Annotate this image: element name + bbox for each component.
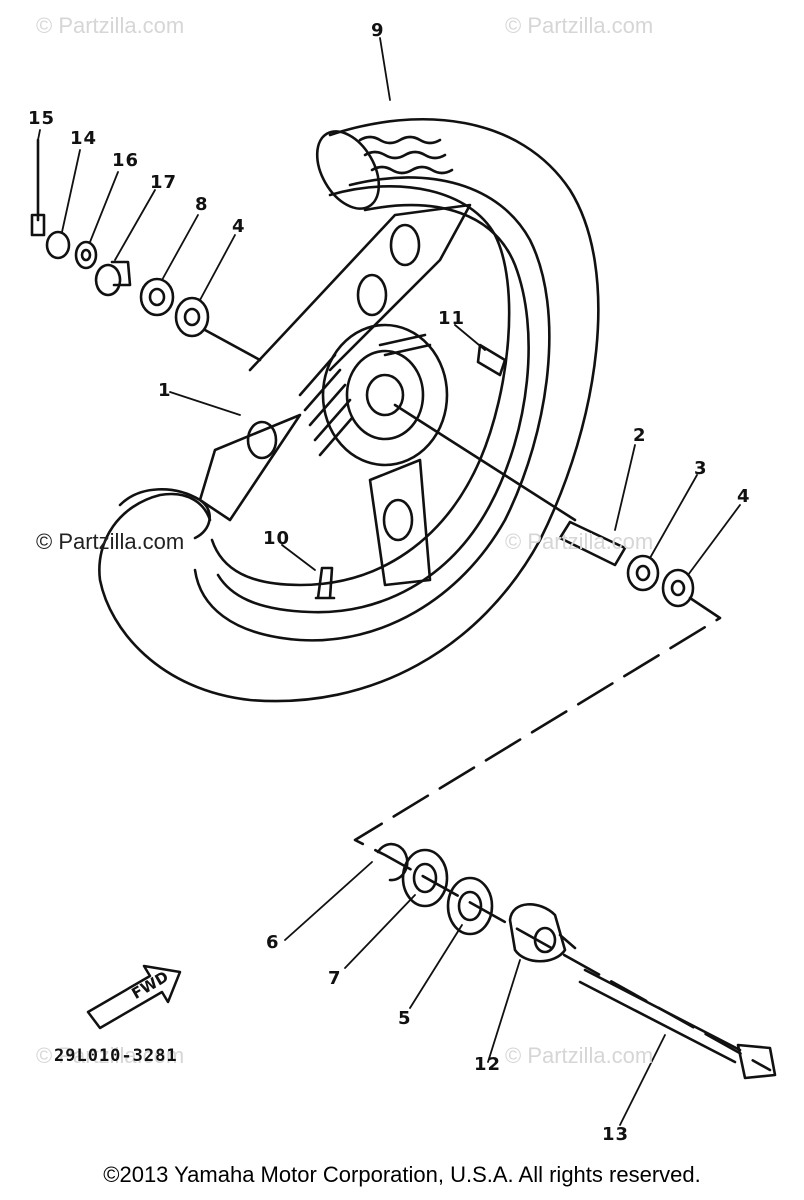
callout-4-right: 4 <box>737 486 751 507</box>
part-15-bolt <box>30 138 46 237</box>
part-13-axle-head <box>736 1043 777 1080</box>
callout-8: 8 <box>195 194 209 215</box>
spoke-hole <box>389 223 421 267</box>
callout-6: 6 <box>266 932 280 953</box>
tire-bead <box>216 203 530 614</box>
part-4-bearing-right-inner <box>670 579 686 597</box>
hub-inner <box>365 373 405 417</box>
part-7-seal-inner <box>412 862 438 894</box>
watermark: © Partzilla.com <box>505 13 654 38</box>
axle-centerline <box>203 328 577 522</box>
part-14-nut <box>45 230 71 260</box>
spoke-hole <box>382 498 414 542</box>
part-4-bearing-left-inner <box>183 307 201 327</box>
hub-middle <box>345 349 425 441</box>
callout-9: 9 <box>371 20 385 41</box>
part-12-gear-housing-hole <box>533 926 557 954</box>
part-10-valve <box>314 566 336 600</box>
part-11-balance-weight <box>476 343 507 377</box>
spoke-hole <box>356 273 388 317</box>
callout-15: 15 <box>28 108 56 129</box>
rim-outline <box>210 185 511 587</box>
callout-12: 12 <box>474 1054 502 1075</box>
callout-17: 17 <box>150 172 178 193</box>
callout-10: 10 <box>263 528 291 549</box>
callout-7: 7 <box>328 968 342 989</box>
part-5-bearing <box>446 876 494 936</box>
callout-16: 16 <box>112 150 140 171</box>
watermark: © Partzilla.com <box>505 529 654 554</box>
callout-2: 2 <box>633 425 647 446</box>
lower-axis-dashed <box>353 596 772 1072</box>
part-8-bearing-inner <box>148 287 166 307</box>
part-7-seal <box>401 848 449 908</box>
hub-outer <box>321 323 449 467</box>
callout-3: 3 <box>694 458 708 479</box>
watermark: © Partzilla.com <box>36 13 185 38</box>
drawing-code: 29L010-3281 <box>54 1046 178 1066</box>
spoke-upper <box>248 203 472 372</box>
part-6-clip <box>376 842 409 882</box>
part-17-collar <box>94 260 132 297</box>
part-3-oil-seal-inner <box>635 564 651 582</box>
tire-inner-edge <box>193 176 551 642</box>
leader-lines <box>37 37 741 1126</box>
tire-outline <box>98 117 600 703</box>
part-8-bearing <box>139 277 175 317</box>
part-5-bearing-inner <box>457 890 483 922</box>
watermark: © Partzilla.com <box>36 529 185 554</box>
watermark: © Partzilla.com <box>36 1043 185 1068</box>
part-13-axle <box>578 968 742 1064</box>
fwd-arrow-icon: FWD <box>86 964 182 1030</box>
tread-pattern <box>358 135 454 175</box>
part-4-bearing-right <box>661 568 695 608</box>
watermark: © Partzilla.com <box>505 1043 654 1068</box>
callout-1: 1 <box>158 380 172 401</box>
part-2-spacer <box>558 520 627 567</box>
callout-5: 5 <box>398 1008 412 1029</box>
spoke-lower-right <box>368 458 432 587</box>
callout-11: 11 <box>438 308 466 329</box>
copyright-notice: ©2013 Yamaha Motor Corporation, U.S.A. A… <box>103 1162 701 1187</box>
part-16-washer <box>74 240 98 270</box>
part-16-washer-hole <box>80 248 92 262</box>
callout-13: 13 <box>602 1124 630 1145</box>
callout-4-upper: 4 <box>232 216 246 237</box>
callout-14: 14 <box>70 128 98 149</box>
tire-section-top <box>315 130 381 210</box>
spoke-hole <box>246 420 278 460</box>
part-3-oil-seal <box>626 554 660 592</box>
part-4-bearing-left <box>174 296 210 338</box>
hub-fins <box>298 333 432 457</box>
part-12-gear-housing <box>508 903 577 963</box>
